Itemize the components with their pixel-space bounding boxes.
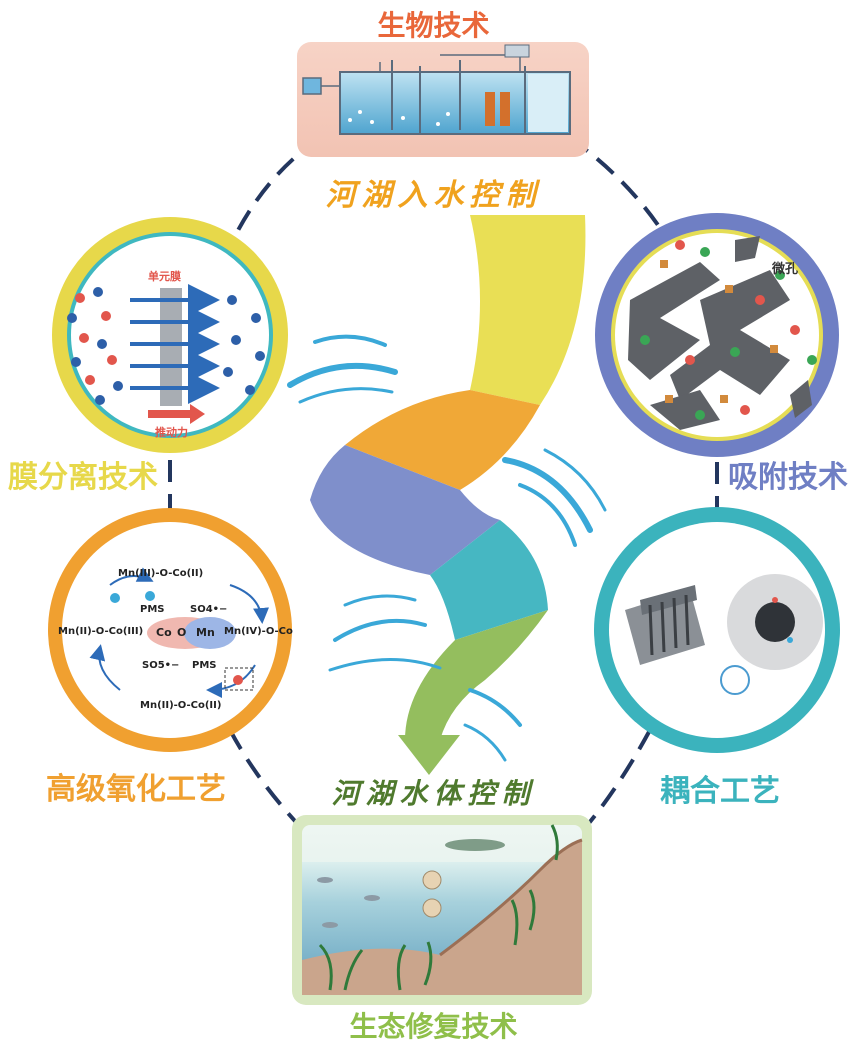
oxidation-chem-mn: Mn [196, 626, 215, 639]
oxidation-chem-left: Mn(II)-O-Co(III) [58, 626, 144, 637]
oxidation-chem-right: Mn(IV)-O-Co [224, 626, 293, 637]
oxidation-node [48, 508, 292, 752]
membrane-node [52, 217, 288, 453]
inflow-control-caption: 河湖入水控制 [325, 178, 542, 213]
river-arrowhead [398, 735, 460, 775]
oxidation-chem-so5: SO5•− [142, 660, 180, 671]
adsorption-node [595, 213, 839, 457]
river-flow [310, 215, 586, 775]
river-segment-teal [430, 520, 548, 640]
coupling-node [594, 507, 840, 753]
bio-tech-title: 生物技术 [377, 9, 490, 42]
river-segment-green [405, 610, 548, 740]
membrane-separation-label: 膜分离技术 [8, 460, 158, 495]
membrane-inset-label-bottom: 推动力 [155, 426, 188, 439]
oxidation-chem-pms-1: PMS [140, 604, 165, 615]
bio-panel [297, 42, 589, 157]
adsorption-inset-tag: 微孔 [772, 262, 799, 277]
oxidation-chem-so4: SO4•− [190, 604, 228, 615]
river-segment-orange [345, 390, 540, 490]
eco-panel [292, 815, 592, 1005]
waterbody-control-caption: 河湖水体控制 [331, 777, 536, 810]
oxidation-chem-co: Co [156, 626, 172, 639]
eco-restoration-label: 生态修复技术 [349, 1010, 518, 1043]
adsorption-label: 吸附技术 [728, 460, 848, 495]
river-segment-yellow [470, 215, 586, 405]
oxidation-chem-bottom: Mn(II)-O-Co(II) [140, 700, 222, 711]
oxidation-chem-pms-2: PMS [192, 660, 217, 671]
oxidation-chem-o: O [177, 626, 187, 639]
advanced-oxidation-label: 高级氧化工艺 [46, 772, 226, 807]
coupling-process-label: 耦合工艺 [660, 774, 780, 809]
membrane-inset-label-top: 单元膜 [148, 270, 181, 283]
oxidation-chem-top: Mn(III)-O-Co(II) [118, 568, 204, 579]
river-segment-blue [310, 445, 500, 575]
water-waves [287, 334, 607, 762]
